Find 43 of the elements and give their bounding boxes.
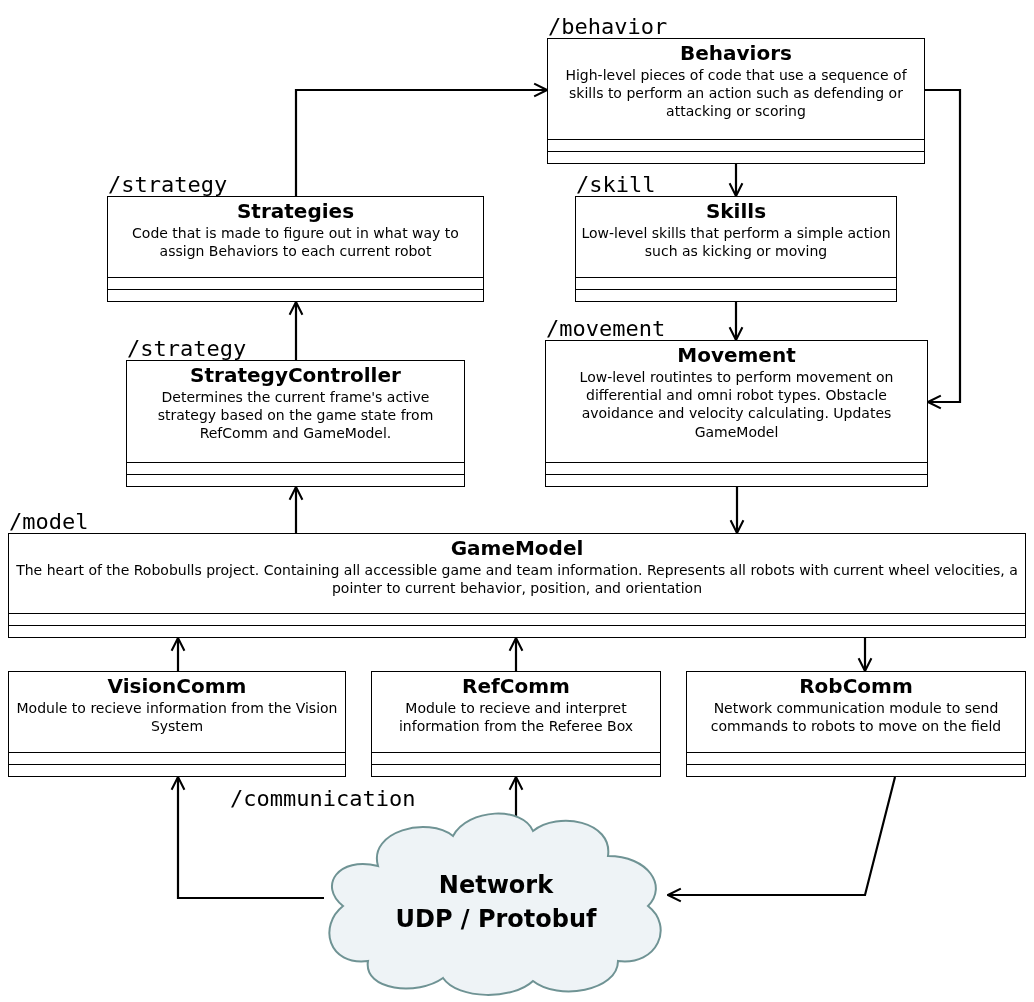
class-name: StrategyController [190,363,401,388]
class-name: GameModel [450,536,584,561]
class-name: VisionComm [107,674,247,699]
arrow [508,775,524,816]
arrow [170,775,324,900]
package-path: /strategy [108,172,228,197]
arrow [508,636,524,671]
arrow [170,636,186,671]
class-box [371,671,661,777]
class-description: Module to recieve information from the Vision System [15,699,339,736]
arrow [728,164,744,198]
package-path: /movement [546,316,666,341]
arrow [728,302,744,342]
class-name: Strategies [236,199,355,224]
class-name: Behaviors [680,41,792,66]
arrow [729,487,745,535]
arrow [294,82,549,196]
class-description: Network communication module to send commands to robots to move on the field [709,699,1003,736]
cloud-label: UDP / Protobuf [395,904,597,935]
package-path: /communication [230,786,416,811]
class-description: Module to recieve and interpret information from the Referee Box [397,699,635,736]
class-name: RobComm [799,674,913,699]
package-path: /behavior [548,14,668,39]
class-name: Movement [677,343,796,368]
class-name: RefComm [462,674,570,699]
class-description: Low-level skills that perform a simple action such as kicking or moving [580,224,892,261]
class-box [8,671,346,777]
arrow [857,638,873,673]
class-description: High-level pieces of code that use a sequence of skills to perform an action such as defending or attacking or scoring [564,66,908,121]
arrow [288,485,304,533]
class-name: Skills [705,199,767,224]
class-description: Code that is made to figure out in what way to assign Behaviors to each current robot [131,224,460,261]
class-description: The heart of the Robobulls project. Containing all accessible game and team information. Represents all robots with current wheel velocities, a pointer to current behavior, position, and orientation [15,561,1019,598]
class-description: Low-level routintes to perform movement on differential and omni robot types. Obstacle avoidance and velocity calculating. Updates GameModel [578,368,895,441]
arrow [666,776,897,903]
class-description: Determines the current frame's active strategy based on the game state from RefComm and GameModel. [156,388,435,443]
package-path: /skill [576,172,656,197]
cloud-label: Network [438,870,554,902]
package-path: /strategy [127,336,247,361]
class-box [686,671,1026,777]
arrow [925,88,962,410]
arrow [288,300,304,360]
package-path: /model [9,509,89,534]
